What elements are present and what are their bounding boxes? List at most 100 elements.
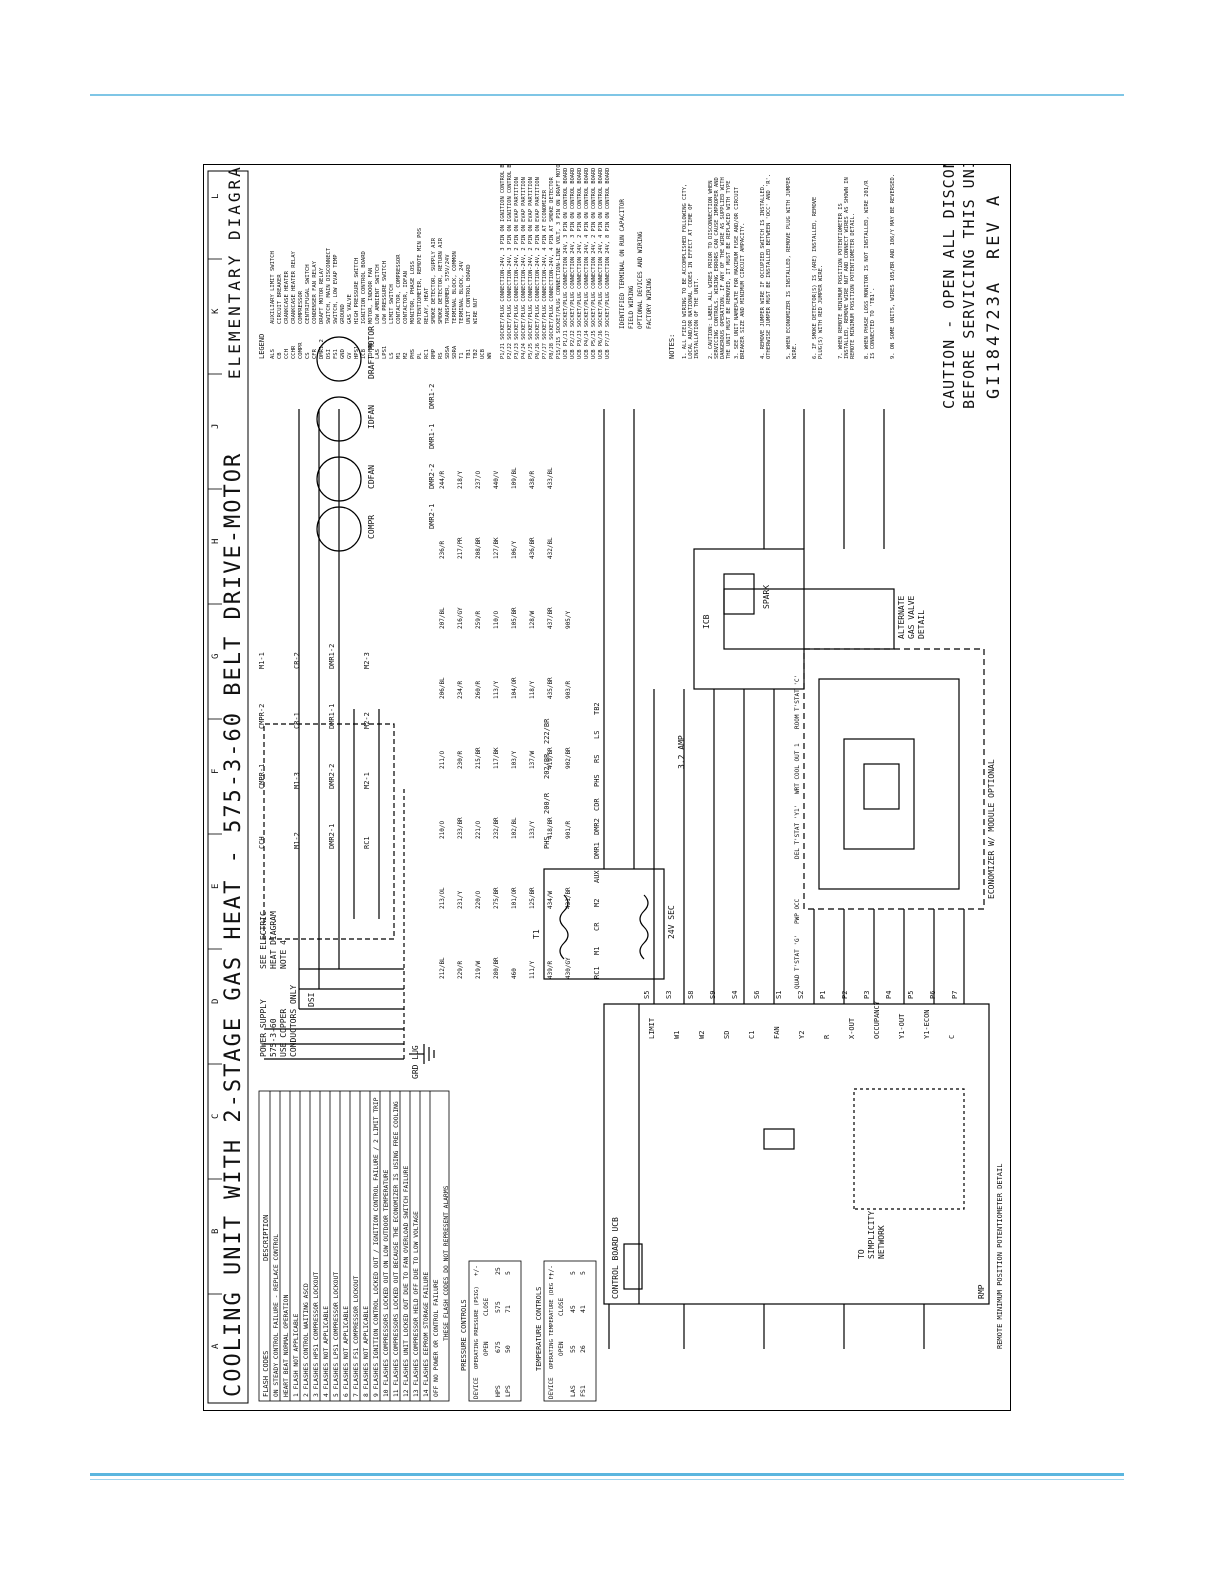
wire-label: 213/OL <box>439 887 446 909</box>
wire-label: 439/R <box>547 961 554 979</box>
legend-desc: CRANKCASE HEATER <box>284 270 290 324</box>
temperature_controls-row-close: 41 <box>579 1305 587 1313</box>
wire-label: 236/R <box>439 541 446 559</box>
wire-label: 128/W <box>529 611 536 629</box>
wire-label: 244/R <box>439 471 446 489</box>
phs-label: 200/R <box>543 792 551 814</box>
legend-desc: LOW PRESSURE SWITCH <box>382 261 388 324</box>
legend-desc: TRANSFORMER, 575V/24V <box>445 254 451 324</box>
legend-socket: P3/J3 SOCKET/PLUG CONNECTION-24V, 2 PIN … <box>514 177 520 359</box>
wire-label: 110/O <box>493 611 500 629</box>
relay-label: CDR <box>593 798 601 811</box>
flash-code-row: 11 FLASHES COMPRESSORS LOCKED OUT BECAUS… <box>393 1101 400 1397</box>
legend-code: ICB <box>361 348 367 359</box>
wire-label: 902/BR <box>565 747 572 769</box>
motor-cdfan-label: CDFAN <box>367 465 376 489</box>
wire-label: 260/R <box>475 681 482 699</box>
legend-desc: CENTRIFUGAL SWITCH <box>305 264 311 324</box>
temperature_controls-title: TEMPERATURE CONTROLS <box>535 1287 543 1371</box>
legend-desc: IGNITION CONTROL BOARD <box>361 251 367 324</box>
pressure_controls-col-operating: OPERATING PRESSURE (PSIG) <box>474 1286 480 1369</box>
legend-code: RC1 <box>424 349 430 359</box>
wire-label: 109/BL <box>511 467 518 489</box>
legend-code: PHS <box>410 349 416 359</box>
legend-code: DSI <box>326 349 332 359</box>
ucb-right-terminal: P2 <box>841 991 849 999</box>
wire-label: 212/BL <box>439 957 446 979</box>
wire-label: 901/R <box>565 821 572 839</box>
grid-letter: G <box>211 654 221 659</box>
legend-code: LPS1 <box>382 346 388 359</box>
legend-symbol: OPTIONAL DEVICES AND WIRING <box>637 231 644 329</box>
legend-desc: SMOKE DETECTOR, SUPPLY AIR <box>431 237 437 324</box>
ucb-right-terminal: P3 <box>863 991 871 999</box>
wire-label: 103/Y <box>511 751 518 769</box>
note-item: 6. IF SMOKE DETECTOR(S) IS (ARE) INSTALL… <box>812 197 824 359</box>
pressure_controls-border <box>468 1260 522 1402</box>
tstat-label: DEL T'STAT 'Y1' <box>794 805 801 859</box>
legend-socket: UCB P5/J5 SOCKET/PLUG CONNECTION 24V, 2 … <box>591 168 597 359</box>
wire-label: 113/Y <box>493 681 500 699</box>
relay-label: TB2 <box>593 702 601 715</box>
legend-code: CCH <box>284 349 290 359</box>
relay-label: LS <box>593 731 601 739</box>
flash-codes-border <box>258 1090 450 1402</box>
legend-code: RS <box>438 352 444 359</box>
diagram-title: COOLING UNIT WITH 2-STAGE GAS HEAT - 575… <box>221 452 246 1397</box>
legend-desc: CONTACTOR, IDFAN <box>403 271 409 324</box>
power-supply-label: POWER SUPPLY <box>259 999 268 1057</box>
tstat-label: ROOM T'STAT 'C' <box>794 675 801 729</box>
fuse-label: 24V SEC <box>667 905 676 939</box>
grid-letter: F <box>211 769 221 774</box>
wire-label: 419/BR <box>547 747 554 769</box>
note-item: 1. ALL FIELD WIRING TO BE ACCOMPLISHED F… <box>682 184 700 359</box>
footer-rule-thin <box>90 1479 1124 1480</box>
wire-label: 207/BL <box>439 607 446 629</box>
legend-socket: P6/J6 SOCKET/PLUG CONNECTION-24V, 2 PIN … <box>535 177 541 359</box>
wire-label: 215/BR <box>475 747 482 769</box>
legend-code: SDRA <box>452 345 458 359</box>
relay-label: CR <box>593 922 601 931</box>
contactor-labels: CCHCMPR-1CMPR-2M1-1M1-2M1-3CR-1CR-2DMR2-… <box>258 644 371 849</box>
spark-label: SPARK <box>762 585 771 609</box>
legend-desc: SWITCH, MAIN DISCONNECT <box>326 247 332 324</box>
pressure_controls-sub-open: OPEN <box>483 1341 490 1356</box>
wire-label: 440/V <box>493 471 500 489</box>
wire-label: 436/BR <box>529 537 536 559</box>
flash-code-row: 7 FLASHES FS1 COMPRESSOR LOCKOUT <box>353 1275 360 1397</box>
relay-label: DMR2 <box>593 818 601 835</box>
legend-socket: P2/J2 SOCKET/PLUG CONNECTION-24V, 3 PIN … <box>507 165 513 359</box>
rmp-label: RMP <box>977 1284 986 1299</box>
diagram-frame: COOLING UNIT WITH 2-STAGE GAS HEAT - 575… <box>203 108 1011 1411</box>
pressure_controls-title: PRESSURE CONTROLS <box>460 1299 468 1371</box>
legend-code: TB1 <box>466 349 472 359</box>
contactor-label: CCH <box>258 836 266 849</box>
legend-desc: RELAY, HEAT <box>424 287 430 324</box>
wire-label: 460 <box>511 968 518 979</box>
legend-socket: P5/J5 SOCKET/PLUG CONNECTION-24V, 2 PIN … <box>528 177 534 359</box>
ucb-right-terminal: S4 <box>731 991 739 999</box>
ucb-right-terminal: P5 <box>907 991 915 999</box>
legend-code: DMR1,2 <box>319 339 325 359</box>
alt-gas-3: DETAIL <box>917 610 926 639</box>
wire-label: 216/GY <box>457 607 464 629</box>
legend-code: HPS1 <box>354 346 360 359</box>
ucb-terminal: LIMIT <box>648 1017 656 1039</box>
grid-letter: K <box>211 308 221 314</box>
note-item: 8. WHEN PHASE LOSS MONITOR IS NOT INSTAL… <box>864 180 876 359</box>
legend-code: GND <box>340 349 346 359</box>
temperature_controls-row-device: FS1 <box>579 1385 587 1397</box>
wire-label: 117/BK <box>493 747 500 769</box>
ucb-terminal: Y1-OUT <box>898 1013 906 1039</box>
dsi-label: DSI <box>307 992 316 1007</box>
relay-label: RS <box>593 755 601 763</box>
legend-desc: LIMIT SWITCH <box>389 284 395 324</box>
wire-label: 432/BL <box>547 537 554 559</box>
pressure_controls-row-open: 675 <box>494 1341 502 1353</box>
